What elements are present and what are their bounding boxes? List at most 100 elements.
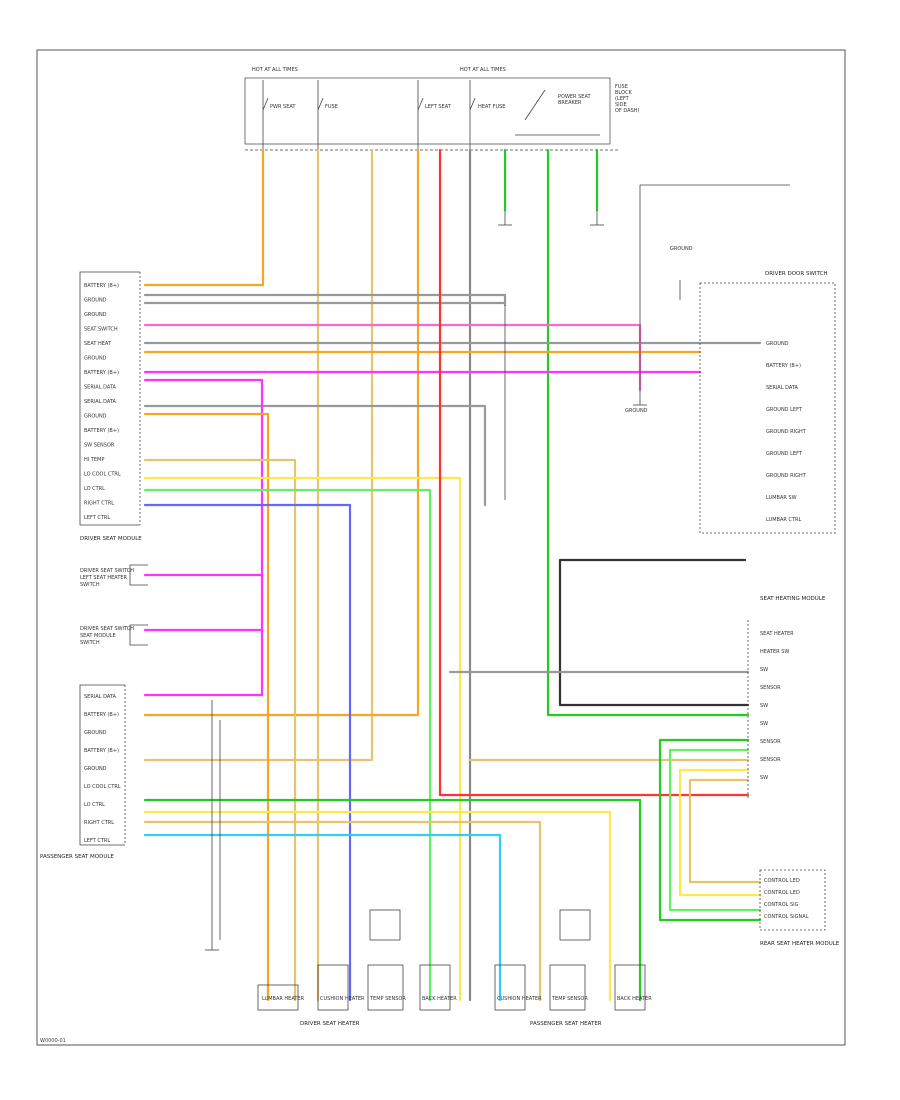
pin-label: SERIAL DATA <box>766 385 799 391</box>
pin-label: GROUND RIGHT <box>766 473 807 479</box>
wire-green-4 <box>143 488 432 1002</box>
pin-label: LO COOL CTRL <box>84 784 121 790</box>
pin-label: LO CTRL <box>84 802 105 808</box>
pin-label: BATTERY (B+) <box>84 283 119 289</box>
bottom-heaters: DRIVER SEAT HEATER PASSENGER SEAT HEATER… <box>257 909 652 1027</box>
pin-label: SENSOR <box>760 685 781 691</box>
pin-label: SW <box>760 667 768 673</box>
pin-label: SERIAL DATA <box>84 399 117 405</box>
wire-red-1 <box>438 148 750 797</box>
pin-label: LO COOL CTRL <box>84 472 121 478</box>
wire-green-7 <box>668 748 762 912</box>
svg-text:PWR SEAT: PWR SEAT <box>270 104 296 110</box>
fuse-block: HOT AT ALL TIMES HOT AT ALL TIMES PWR SE… <box>244 67 640 151</box>
pin-label: BATTERY (B+) <box>84 370 119 376</box>
pin-label: GROUND <box>84 356 107 362</box>
svg-text:BLOCK: BLOCK <box>615 90 632 96</box>
heating-module-title: SEAT HEATING MODULE <box>760 596 826 602</box>
pin-label: CONTROL SIG <box>764 902 799 908</box>
svg-text:BACK HEATER: BACK HEATER <box>422 996 457 1002</box>
ground-top-label: GROUND <box>670 246 693 252</box>
svg-text:HEAT FUSE: HEAT FUSE <box>478 104 505 110</box>
svg-text:SEAT MODULE: SEAT MODULE <box>80 633 116 639</box>
pin-label: LUMBAR SW <box>766 495 797 501</box>
wire-green-1 <box>546 148 750 717</box>
pin-label: GROUND <box>84 312 107 318</box>
pin-label: SW SENSOR <box>84 443 115 449</box>
pin-label: HI TEMP <box>84 457 104 463</box>
pin-label: GROUND RIGHT <box>766 429 807 435</box>
rear-seat-heater-module: REAR SEAT HEATER MODULE CONTROL LED CONTR… <box>759 869 840 947</box>
fuse-block-frame <box>244 77 611 145</box>
svg-text:FUSE: FUSE <box>615 84 628 90</box>
pin-label: SW <box>760 703 768 709</box>
pin-label: RIGHT CTRL <box>84 820 114 826</box>
wire-black-1 <box>558 558 750 707</box>
wire-tan-5 <box>143 820 542 1002</box>
driver-module-title: DRIVER SEAT MODULE <box>80 536 142 542</box>
bottom-left-title: DRIVER SEAT HEATER <box>300 1021 360 1027</box>
svg-text:LUMBAR HEATER: LUMBAR HEATER <box>262 996 305 1002</box>
pin-label: CONTROL SIGNAL <box>764 914 809 920</box>
bottom-right-title: PASSENGER SEAT HEATER <box>530 1021 602 1027</box>
wire-yellow-1 <box>143 476 462 1002</box>
pin-label: GROUND LEFT <box>766 407 803 413</box>
pin-label: LEFT CTRL <box>84 838 110 844</box>
pin-label: SW <box>760 775 768 781</box>
rear-module-title: REAR SEAT HEATER MODULE <box>760 941 840 947</box>
pin-label: BATTERY (B+) <box>84 712 119 718</box>
svg-text:BREAKER: BREAKER <box>558 100 582 106</box>
wire-blue-1 <box>143 503 352 1002</box>
pin-label: SERIAL DATA <box>84 385 117 391</box>
svg-text:HOT AT ALL TIMES: HOT AT ALL TIMES <box>252 67 298 73</box>
seat-heating-module: SEAT HEATING MODULE SEAT HEATER HEATER SW… <box>747 596 826 800</box>
wire-orange-4 <box>143 412 270 1002</box>
pin-label: GROUND <box>84 414 107 420</box>
wire-tan-6 <box>688 778 762 884</box>
pin-label: BATTERY (B+) <box>84 428 119 434</box>
pin-label: CONTROL LED <box>764 878 800 884</box>
wire-orange-1 <box>143 148 265 287</box>
pin-label: LUMBAR CTRL <box>766 517 801 523</box>
pin-label: LEFT CTRL <box>84 515 110 521</box>
pin-label: SW <box>760 721 768 727</box>
pin-label: SEAT HEAT <box>84 341 112 347</box>
pin-label: SEAT HEATER <box>760 631 794 637</box>
pin-label: BATTERY (B+) <box>766 363 801 369</box>
svg-text:CUSHION HEATER: CUSHION HEATER <box>320 996 365 1002</box>
svg-text:SWITCH: SWITCH <box>80 582 100 588</box>
svg-text:TEMP SENSOR: TEMP SENSOR <box>369 996 406 1002</box>
pin-label: RIGHT CTRL <box>84 501 114 507</box>
diagram-frame <box>36 49 846 1046</box>
wire-yellow-3 <box>678 768 762 897</box>
svg-text:OF DASH): OF DASH) <box>615 108 640 114</box>
wire-tan-2 <box>143 148 374 762</box>
pin-label: GROUND LEFT <box>766 451 803 457</box>
svg-text:DRIVER SEAT SWITCH: DRIVER SEAT SWITCH <box>80 626 134 632</box>
passenger-seat-module: PASSENGER SEAT MODULE SERIAL DATA BATTERY… <box>40 684 126 860</box>
svg-text:LEFT SEAT HEATER: LEFT SEAT HEATER <box>80 575 128 581</box>
svg-text:SIDE: SIDE <box>615 102 627 108</box>
footer-code: W0000-01 <box>40 1038 66 1044</box>
pin-label: SERIAL DATA <box>84 694 117 700</box>
passenger-module-title: PASSENGER SEAT MODULE <box>40 854 114 860</box>
ground-symbols <box>205 210 681 951</box>
right-connector-title: DRIVER DOOR SWITCH <box>765 271 828 277</box>
pin-label: CONTROL LED <box>764 890 800 896</box>
driver-seat-module: DRIVER SEAT MODULE BATTERY (B+) GROUND GRO… <box>79 271 142 542</box>
pin-label: SENSOR <box>760 757 781 763</box>
wire-green-5 <box>143 798 642 1002</box>
svg-text:CUSHION HEATER: CUSHION HEATER <box>497 996 542 1002</box>
wire-magenta-2 <box>143 378 264 697</box>
pin-label: GROUND <box>84 730 107 736</box>
svg-text:TEMP SENSOR: TEMP SENSOR <box>551 996 588 1002</box>
pin-label: HEATER SW <box>760 649 789 655</box>
svg-text:HOT AT ALL TIMES: HOT AT ALL TIMES <box>460 67 506 73</box>
pin-label: SEAT SWITCH <box>84 327 118 333</box>
ground-right-label: GROUND <box>625 408 648 414</box>
pin-label: BATTERY (B+) <box>84 748 119 754</box>
pin-label: LO CTRL <box>84 486 105 492</box>
pin-label: GROUND <box>84 766 107 772</box>
